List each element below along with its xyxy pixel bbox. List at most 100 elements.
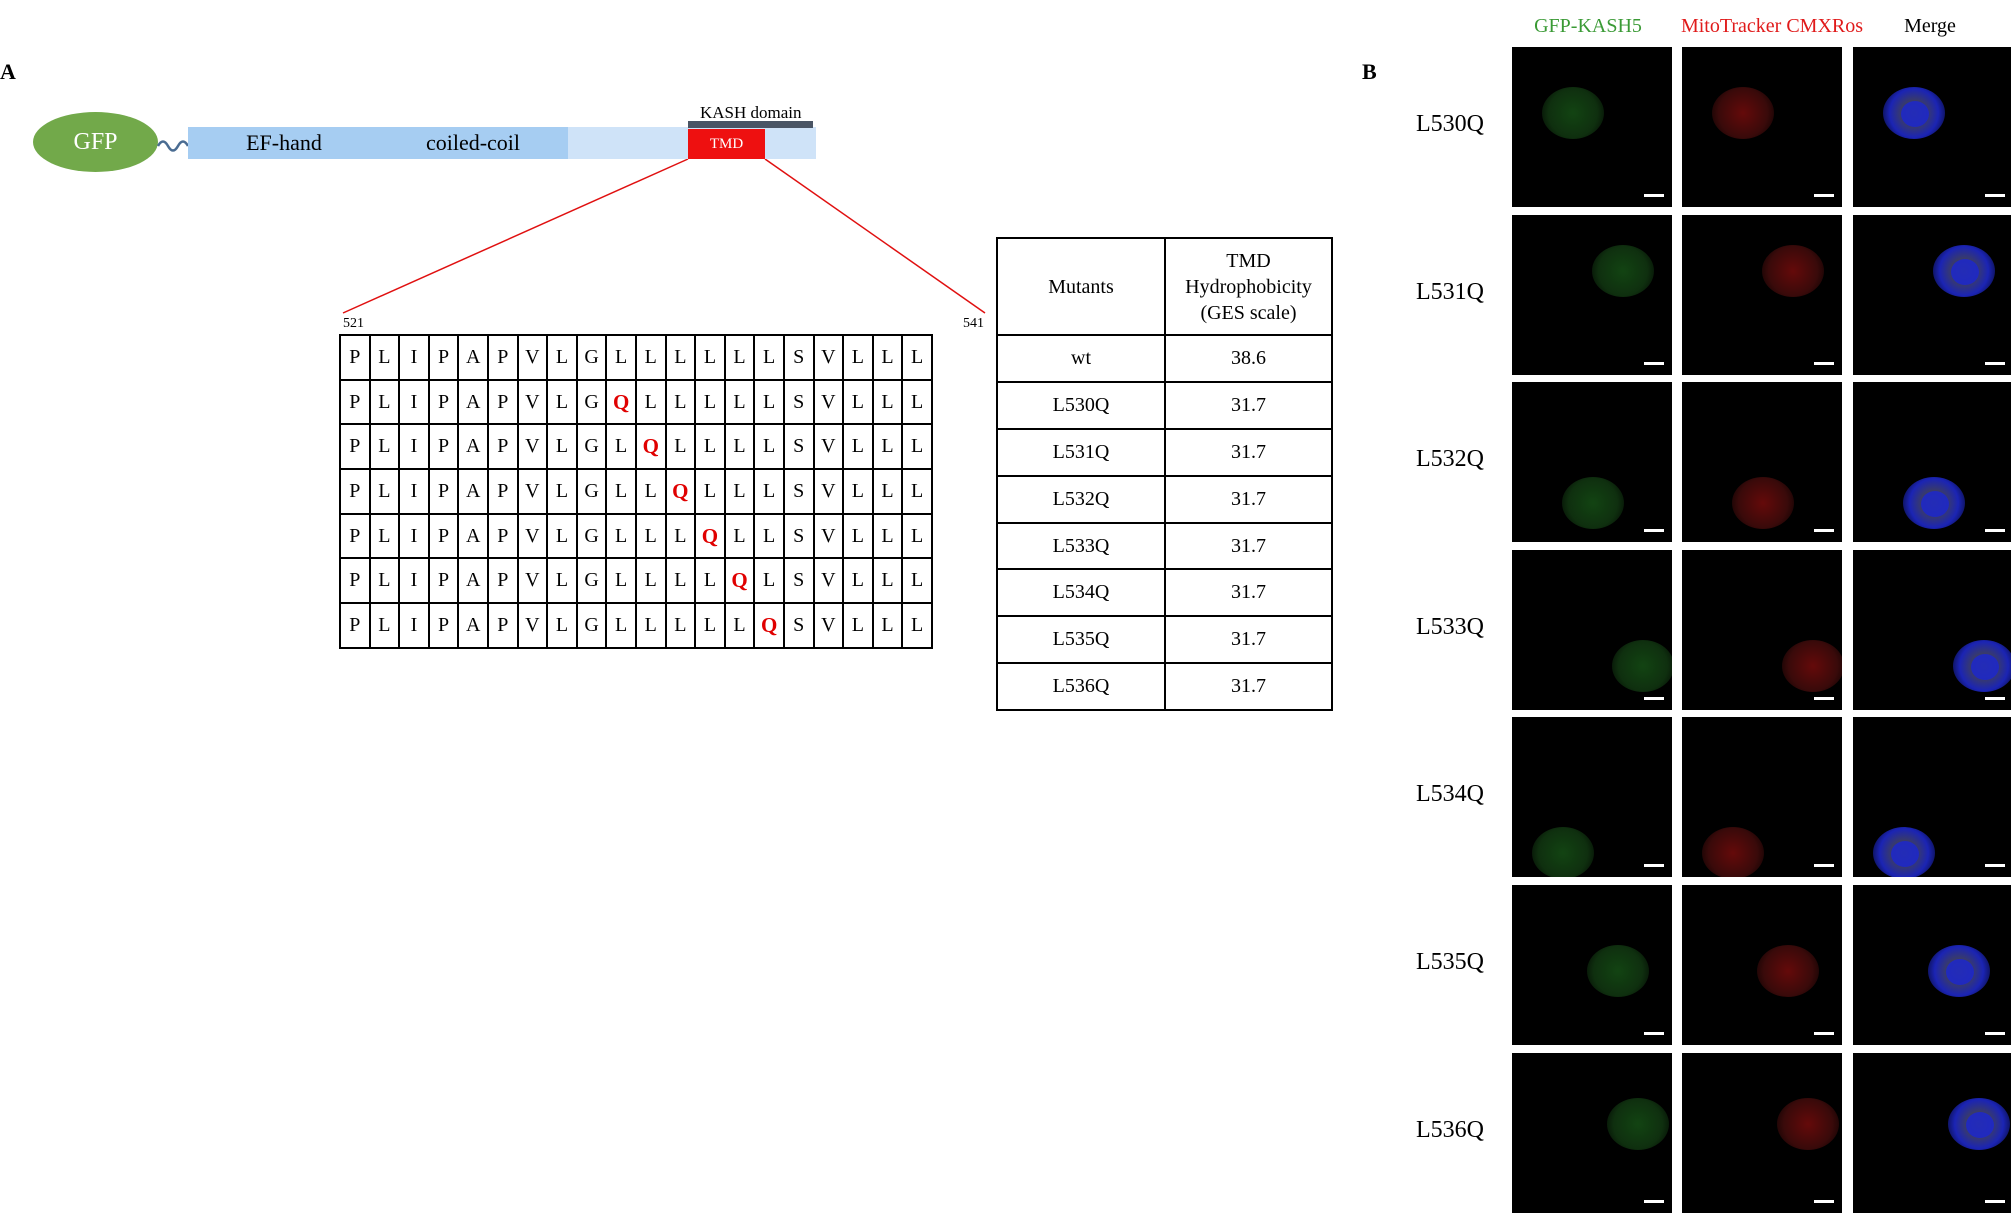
micrograph-mito <box>1682 47 1842 207</box>
residue-cell: L <box>753 468 785 515</box>
residue-cell: L <box>368 334 401 381</box>
micrograph-gfp <box>1512 382 1672 543</box>
row-label: L531Q <box>1416 278 1484 305</box>
gfp-ellipse: GFP <box>33 112 158 172</box>
residue-cell: L <box>723 334 756 381</box>
residue-cell: I <box>398 334 430 381</box>
residue-cell: P <box>339 334 371 381</box>
cell-signal <box>1542 87 1604 139</box>
residue-cell: L <box>634 334 667 381</box>
nucleus <box>1946 959 1974 985</box>
scale-bar <box>1814 361 1834 365</box>
nucleus <box>1971 653 1999 680</box>
residue-cell: I <box>398 512 430 560</box>
cell-signal <box>1777 1097 1839 1150</box>
residue-cell: L <box>694 334 726 381</box>
hydrophobicity-value: 31.7 <box>1164 474 1333 524</box>
residue-cell: L <box>546 378 578 426</box>
residue-cell: L <box>605 512 637 560</box>
scale-bar <box>1814 864 1834 868</box>
row-label: L533Q <box>1416 613 1484 640</box>
residue-cell: V <box>516 468 549 515</box>
residue-cell: L <box>368 378 401 426</box>
micrograph-gfp <box>1512 717 1672 878</box>
row-label: L534Q <box>1416 781 1484 808</box>
residue-cell: S <box>782 512 815 560</box>
micrograph-mito <box>1682 885 1842 1045</box>
residue-cell: L <box>664 557 697 605</box>
tmd-header-line: TMD <box>1226 249 1271 272</box>
micrograph-merge <box>1853 1052 2011 1213</box>
residue-cell: I <box>398 378 430 426</box>
micrograph-mito <box>1682 1052 1842 1213</box>
scale-bar <box>1985 864 2005 868</box>
column-header-mitotracker: MitoTracker CMXRos <box>1680 15 1864 37</box>
residue-cell: L <box>605 468 637 515</box>
residue-cell: L <box>723 378 756 426</box>
residue-cell: L <box>871 557 904 605</box>
tmd-hydrophobicity-header: TMD Hydrophobicity (GES scale) <box>1164 237 1333 336</box>
cell-signal <box>1612 639 1672 692</box>
scale-bar <box>1644 1199 1664 1203</box>
residue-cell: I <box>398 468 430 515</box>
cell-signal <box>1592 244 1654 297</box>
micrograph-mito <box>1682 214 1842 375</box>
residue-cell: S <box>782 468 815 515</box>
residue-cell: V <box>812 423 845 471</box>
residue-cell: L <box>842 378 874 426</box>
mutants-header: Mutants <box>996 237 1166 336</box>
residue-cell: P <box>427 602 460 649</box>
micrograph-merge <box>1853 885 2011 1045</box>
residue-cell: A <box>457 602 489 649</box>
micrograph-merge <box>1853 717 2011 878</box>
residue-cell: G <box>575 468 608 515</box>
scale-bar <box>1814 1032 1834 1035</box>
column-header-merge: Merge <box>1904 15 1956 37</box>
hydrophobicity-value: 31.7 <box>1164 380 1333 430</box>
scale-bar <box>1814 194 1834 197</box>
residue-cell: L <box>694 602 726 649</box>
residue-cell: L <box>694 557 726 605</box>
scale-bar <box>1644 696 1664 700</box>
residue-cell: L <box>546 468 578 515</box>
mutant-name: L535Q <box>996 615 1166 665</box>
scale-bar <box>1814 696 1834 700</box>
scale-bar <box>1814 1199 1834 1203</box>
mutated-residue: Q <box>634 423 667 471</box>
residue-cell: S <box>782 602 815 649</box>
cell-signal <box>1562 477 1624 530</box>
residue-cell: A <box>457 423 489 471</box>
residue-cell: L <box>368 557 401 605</box>
scale-bar <box>1644 194 1664 197</box>
tmd-domain: TMD <box>688 129 765 159</box>
mutant-name: wt <box>996 334 1166 383</box>
residue-cell: L <box>871 602 904 649</box>
residue-cell: L <box>723 512 756 560</box>
residue-cell: G <box>575 602 608 649</box>
micrograph-gfp <box>1512 885 1672 1045</box>
residue-cell: L <box>694 423 726 471</box>
micrograph-merge <box>1853 549 2011 710</box>
residue-cell: G <box>575 378 608 426</box>
residue-cell: I <box>398 602 430 649</box>
nucleus <box>1891 841 1919 868</box>
residue-cell: L <box>634 468 667 515</box>
residue-cell: L <box>368 512 401 560</box>
scale-header-line: (GES scale) <box>1200 301 1297 324</box>
residue-cell: L <box>546 512 578 560</box>
column-header-gfp: GFP-KASH5 <box>1534 15 1642 37</box>
residue-cell: L <box>753 512 785 560</box>
residue-cell: L <box>753 378 785 426</box>
residue-cell: L <box>901 423 933 471</box>
residue-cell: L <box>723 468 756 515</box>
mutant-name: L533Q <box>996 521 1166 571</box>
residue-cell: L <box>842 512 874 560</box>
residue-cell: P <box>339 602 371 649</box>
